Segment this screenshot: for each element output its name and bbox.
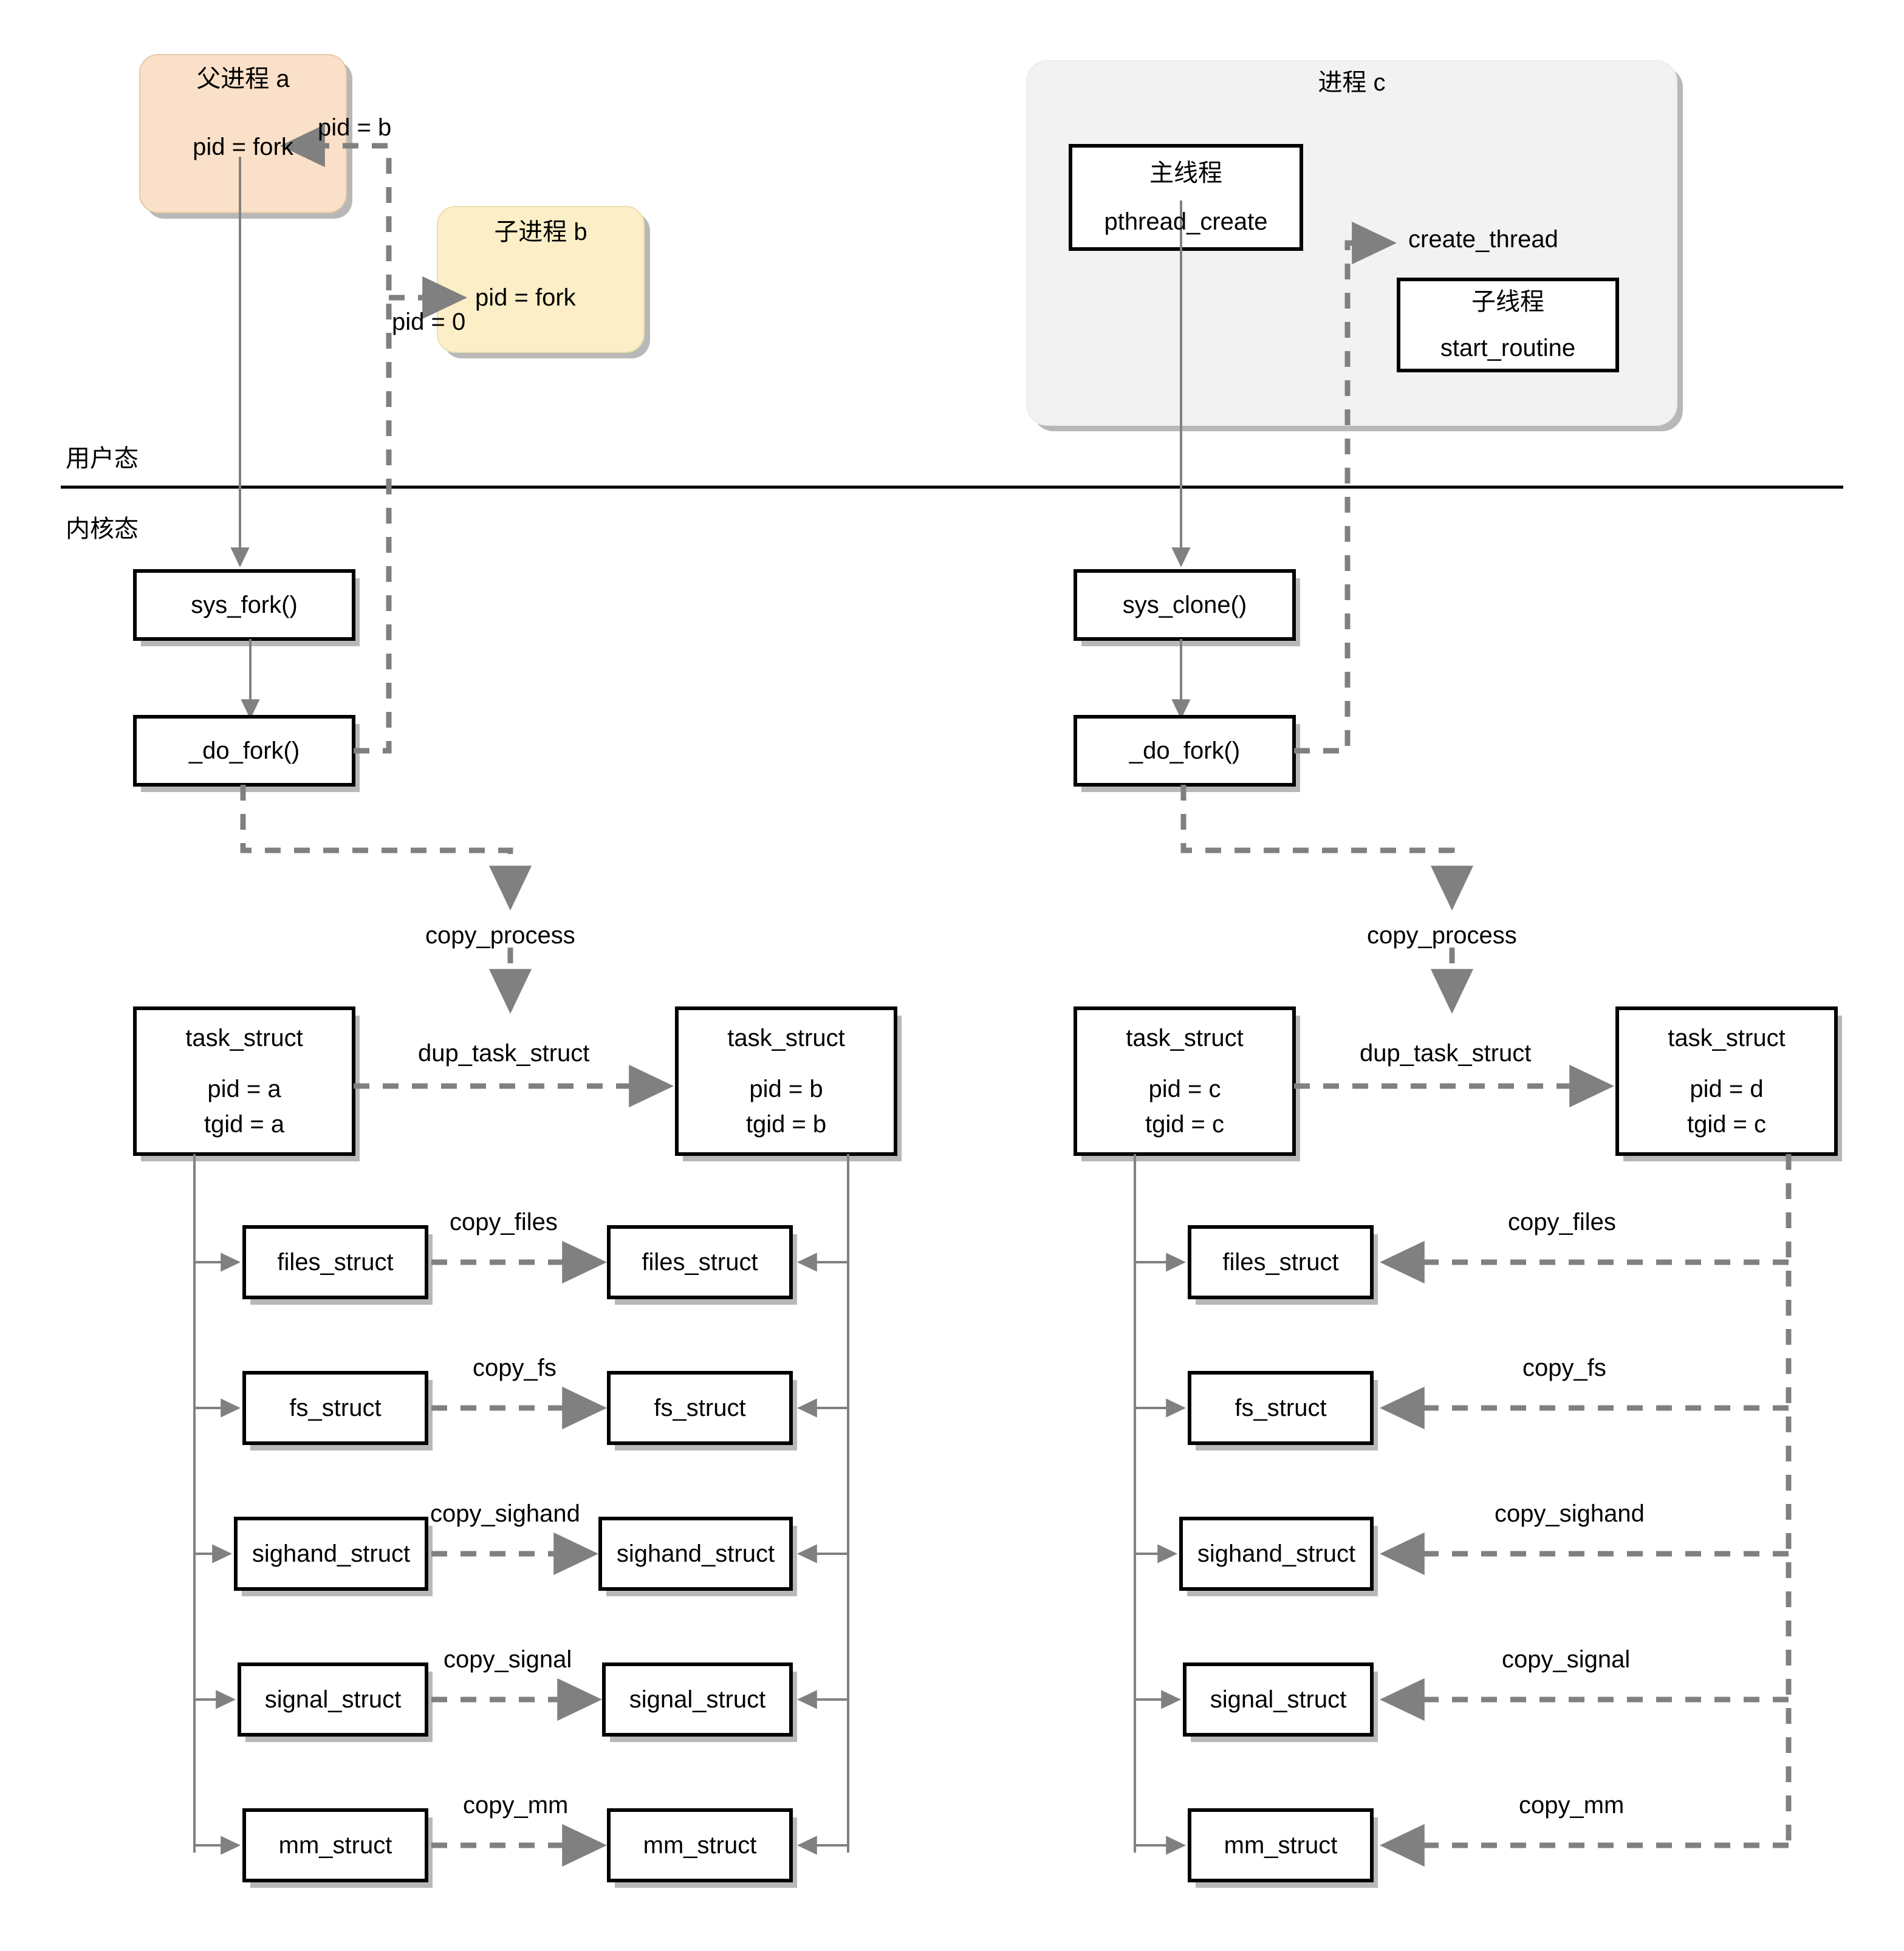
edge-label-copy-signal-right: copy_signal [1502, 1646, 1631, 1673]
box-task-struct-b [675, 1006, 897, 1156]
box-child-thread [1397, 278, 1619, 372]
edge-label-dup-task-struct-left: dup_task_struct [418, 1040, 590, 1067]
edge-label-copy-fs-left: copy_fs [473, 1355, 556, 1381]
kernel-mode-label: 内核态 [66, 516, 139, 542]
box-sys-fork [133, 569, 355, 641]
child-process-panel [437, 206, 645, 353]
box-task-struct-a [133, 1006, 355, 1156]
box-files-struct-a [242, 1225, 428, 1299]
edge-label-copy-signal-left: copy_signal [443, 1646, 572, 1673]
edge-label-copy-sighand-right: copy_sighand [1495, 1500, 1645, 1527]
edge-label-return-parent: pid = b [318, 114, 392, 141]
edge-label-copy-mm-left: copy_mm [463, 1792, 569, 1819]
box-files-struct-b [607, 1225, 793, 1299]
box-fs-struct-a [242, 1371, 428, 1445]
box-fs-struct-b [607, 1371, 793, 1445]
edge-label-copy-files-right: copy_files [1508, 1209, 1616, 1235]
edge-label-copy-mm-right: copy_mm [1519, 1792, 1625, 1819]
user-mode-label: 用户态 [66, 445, 139, 472]
box-signal-struct-a [238, 1662, 428, 1737]
edge-label-copy-files-left: copy_files [450, 1209, 558, 1235]
edge-label-copy-process-left: copy_process [425, 922, 575, 949]
child-process-call: pid = fork [475, 284, 576, 311]
box-task-struct-c [1074, 1006, 1296, 1156]
box-files-struct-c [1188, 1225, 1374, 1299]
edge-label-create-thread: create_thread [1408, 226, 1558, 253]
edge-label-copy-fs-right: copy_fs [1522, 1355, 1606, 1381]
box-sighand-struct-b [598, 1517, 793, 1591]
box-fs-struct-c [1188, 1371, 1374, 1445]
box-main-thread [1069, 144, 1303, 251]
box-do-fork-right [1074, 715, 1296, 787]
box-sighand-struct-c [1179, 1517, 1374, 1591]
box-signal-struct-b [602, 1662, 793, 1737]
box-sys-clone [1074, 569, 1296, 641]
box-task-struct-d [1615, 1006, 1838, 1156]
box-mm-struct-b [607, 1808, 793, 1882]
box-signal-struct-c [1183, 1662, 1374, 1737]
parent-process-panel [139, 54, 347, 213]
box-mm-struct-a [242, 1808, 428, 1882]
edge-label-return-child: pid = 0 [392, 309, 466, 335]
edge-label-copy-process-right: copy_process [1367, 922, 1517, 949]
box-sighand-struct-a [234, 1517, 428, 1591]
box-do-fork-left [133, 715, 355, 787]
edge-label-copy-sighand-left: copy_sighand [430, 1500, 580, 1527]
box-mm-struct-c [1188, 1808, 1374, 1882]
edge-label-dup-task-struct-right: dup_task_struct [1360, 1040, 1532, 1067]
